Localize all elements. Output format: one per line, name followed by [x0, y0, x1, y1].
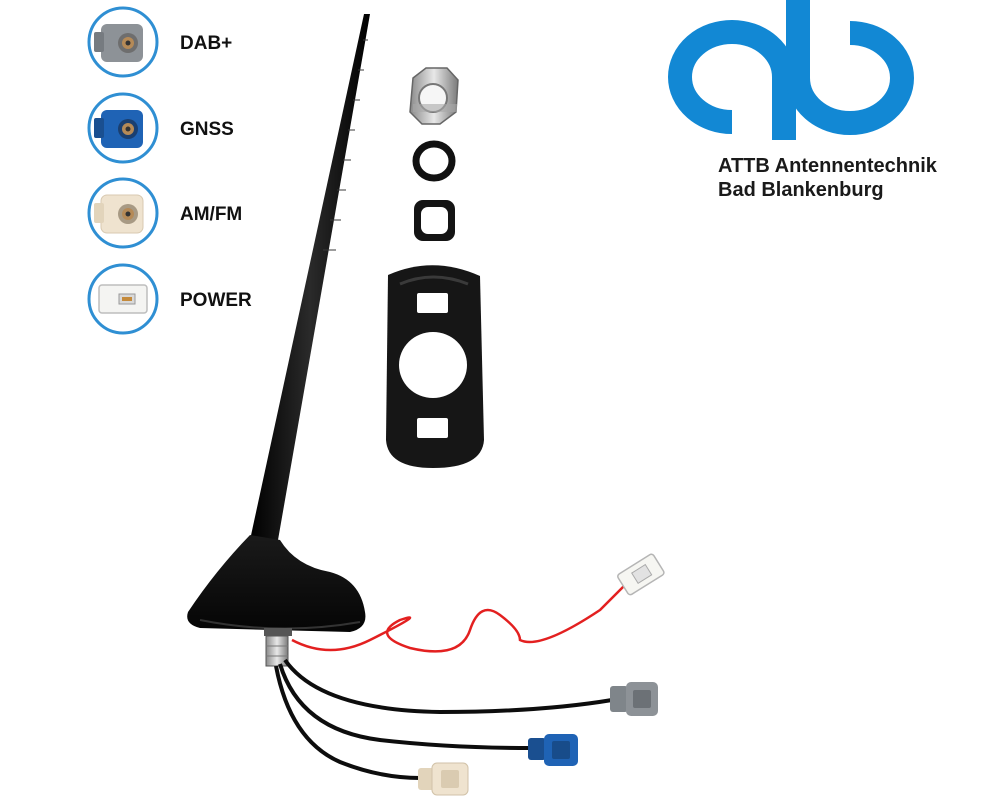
- fakra-connector-cream-icon: [87, 177, 159, 249]
- power-connector-icon: [617, 553, 665, 596]
- brand-location: Bad Blankenburg: [718, 179, 884, 201]
- fakra-connector-grey-icon: [87, 6, 159, 78]
- legend-label-dab: DAB+: [180, 33, 232, 54]
- round-seal-ring-icon: [412, 140, 456, 182]
- black-amfm-cable: [274, 665, 421, 780]
- square-seal-icon: [414, 200, 455, 241]
- black-gnss-cable: [278, 663, 531, 750]
- brand-name: ATTB Antennentechnik: [718, 155, 938, 177]
- fakra-connector-blue-icon: [87, 92, 159, 164]
- dab-connector-icon: [610, 682, 658, 716]
- legend-label-amfm: AM/FM: [180, 204, 242, 225]
- legend-label-gnss: GNSS: [180, 119, 234, 140]
- legend-label-power: POWER: [180, 290, 252, 311]
- power-plug-white-icon: [87, 263, 159, 335]
- legend-item-gnss: GNSS: [87, 92, 234, 164]
- roof-antenna-mast-icon: [187, 14, 370, 667]
- cable-bundle: [274, 584, 626, 780]
- rubber-base-gasket-icon: [386, 265, 484, 468]
- black-dab-cable: [283, 658, 613, 715]
- legend-item-power: POWER: [87, 263, 252, 335]
- hex-nut-icon: [409, 67, 459, 125]
- attb-logo-icon: [668, 0, 914, 140]
- connector-legend: DAB+ GNSS AM/FM: [87, 6, 252, 335]
- legend-item-dab: DAB+: [87, 6, 232, 78]
- red-power-cable: [291, 584, 626, 653]
- amfm-connector-icon: [418, 762, 469, 796]
- legend-item-amfm: AM/FM: [87, 177, 242, 249]
- gnss-connector-icon: [528, 734, 578, 766]
